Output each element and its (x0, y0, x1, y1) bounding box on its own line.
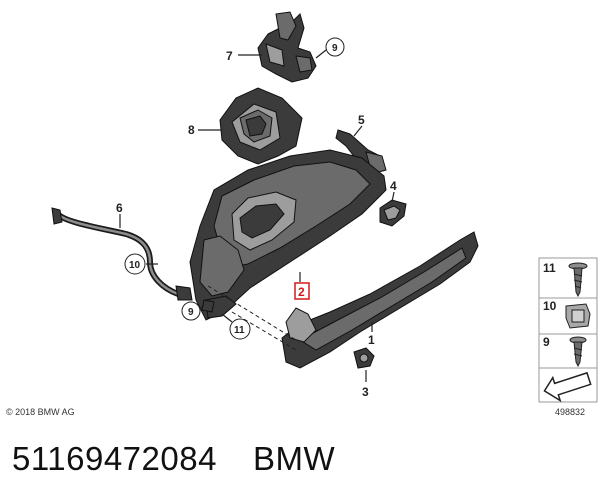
callout-9-left-circle (181, 301, 201, 321)
part-2-glovebox-housing (189, 149, 387, 321)
orientation-arrow-icon (543, 371, 592, 403)
clip-nut-10-icon (565, 303, 591, 329)
screw-9-icon (569, 336, 587, 368)
callout-4: 4 (390, 179, 397, 193)
callout-2-highlight-box (294, 282, 310, 300)
callout-3: 3 (362, 385, 369, 399)
fastener-legend: 11 10 9 (538, 257, 598, 403)
callout-9-top-circle (325, 37, 345, 57)
part-3-lock (353, 347, 375, 369)
callout-8: 8 (188, 123, 195, 137)
legend-number-9: 9 (543, 335, 550, 349)
part-1-lid (281, 231, 479, 369)
callout-2: 2 (298, 285, 305, 299)
part-4-clip (379, 199, 407, 227)
callout-10: 10 (129, 260, 141, 271)
legend-number-11: 11 (543, 261, 556, 275)
legend-number-10: 10 (543, 299, 557, 313)
callout-5: 5 (358, 113, 365, 127)
part-number: 51169472084 (12, 440, 217, 477)
part-8-frame (219, 87, 303, 165)
drawing-number: 498832 (555, 407, 586, 417)
callout-9-left: 9 (188, 307, 194, 318)
screw-11-icon (568, 262, 588, 298)
callout-9-top: 9 (332, 43, 338, 54)
callout-1: 1 (368, 333, 375, 347)
part-6-hose (51, 207, 193, 301)
callout-11: 11 (234, 325, 245, 336)
callout-7: 7 (226, 49, 233, 63)
footer-caption: 51169472084 BMW (12, 440, 335, 478)
copyright-text: © 2018 BMW AG (6, 407, 75, 417)
callout-6: 6 (116, 201, 123, 215)
part-7-bracket (257, 11, 317, 83)
callout-10-circle (124, 253, 146, 275)
callout-11-circle (229, 318, 251, 340)
brand-name: BMW (252, 440, 336, 477)
